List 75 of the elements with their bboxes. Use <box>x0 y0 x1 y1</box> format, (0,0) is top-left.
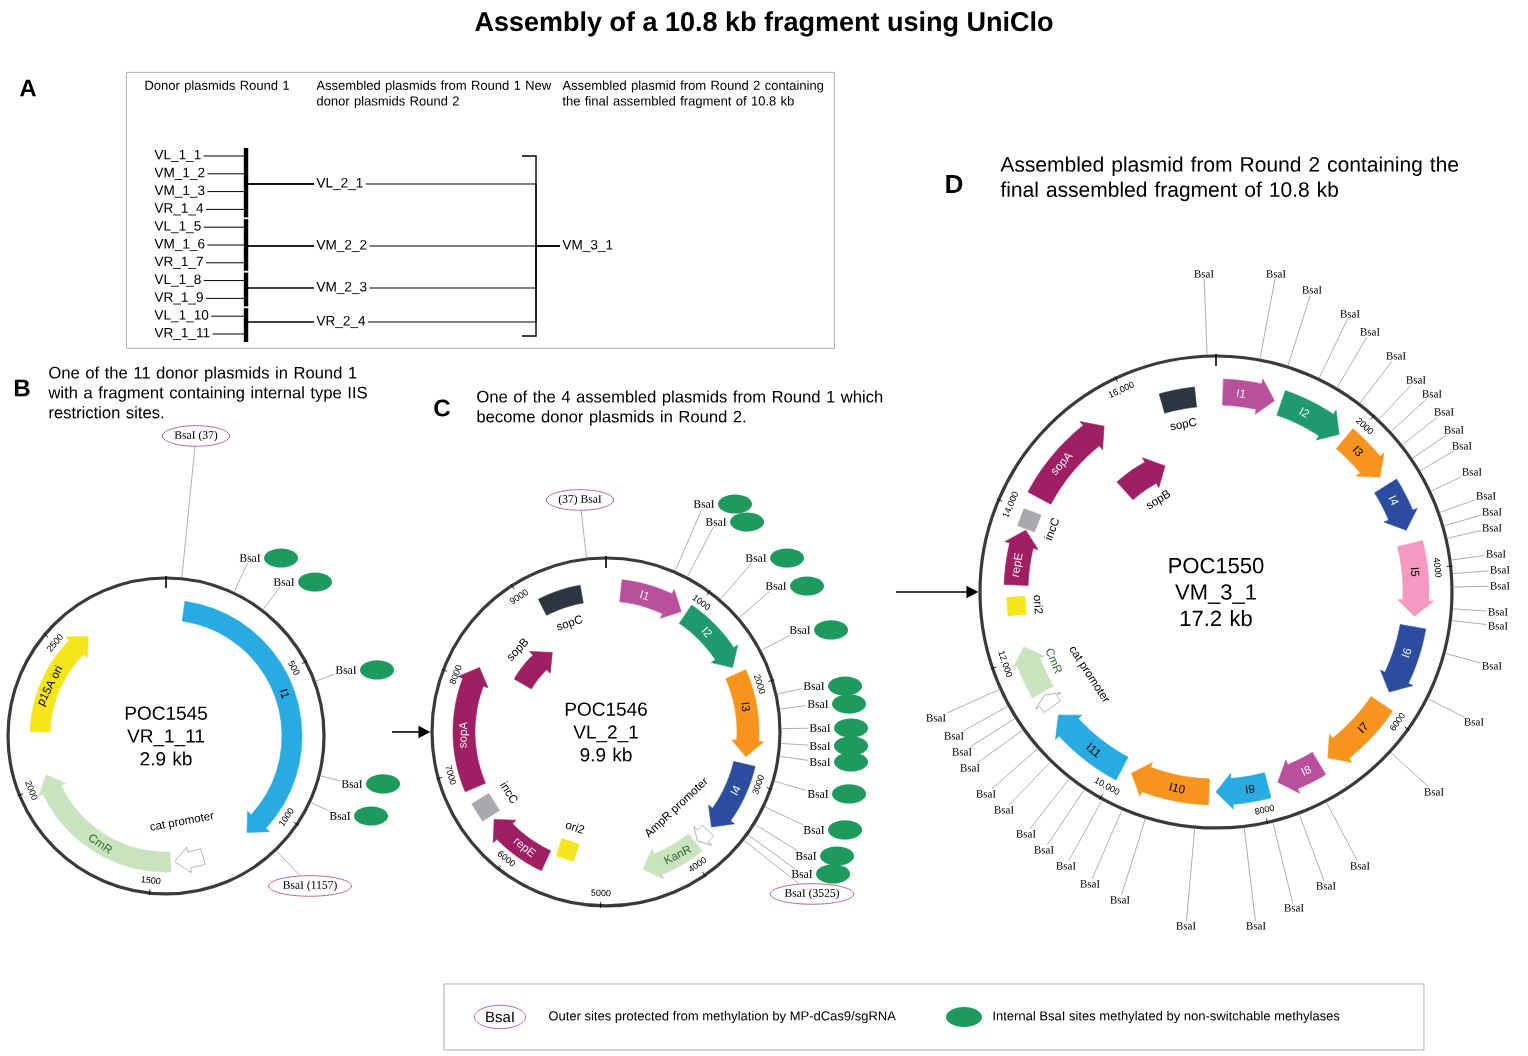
leader-line <box>181 446 196 578</box>
leader-line <box>1430 476 1462 492</box>
leader-line <box>1412 434 1447 459</box>
leader-line <box>738 590 771 618</box>
leader-line <box>1451 555 1485 561</box>
leader-line <box>1445 653 1481 664</box>
connector-line <box>205 287 315 299</box>
title-letter: C <box>434 399 451 417</box>
leader-line <box>962 706 1009 732</box>
title-letter: D <box>946 175 963 193</box>
leader-line <box>1453 585 1489 588</box>
panel-caption: One of the 11 donor plasmids in Round 1 with a fragment containing internal type IIS restriction sites. <box>48 366 367 419</box>
leader-line <box>233 562 248 593</box>
leader-line <box>1359 360 1393 404</box>
leader-line <box>976 729 1024 764</box>
leader-line <box>720 562 752 600</box>
panel-caption: One of the 4 assembled plasmids from Round 1 which become donor plasmids in Round 2. <box>477 390 883 426</box>
leader-line <box>1390 752 1429 788</box>
leader-line <box>774 780 807 791</box>
leader-line <box>1447 530 1481 539</box>
connector-line <box>212 321 315 335</box>
title-letter: B <box>14 379 30 397</box>
leader-line <box>1298 814 1325 882</box>
leader-line <box>1091 809 1123 880</box>
leader-line <box>780 743 809 746</box>
leader-line <box>991 748 1038 790</box>
leader-line <box>320 775 341 782</box>
leader-line <box>969 718 1016 748</box>
leader-line <box>1427 698 1465 718</box>
title: Assembly of a 10.8 kb fragment using UniClo <box>475 11 1053 37</box>
connector-line <box>205 183 315 210</box>
leader-line <box>779 755 809 761</box>
leader-line <box>1186 828 1196 922</box>
panel-caption: Assembled plasmid from Round 2 containing the final assembled fragment of 10.8 kb <box>1000 156 1459 202</box>
leader-line <box>781 727 809 730</box>
leader-line <box>276 850 301 876</box>
leader-line <box>1243 827 1256 922</box>
leader-line <box>1121 818 1146 896</box>
leader-line <box>743 840 800 885</box>
leader-line <box>1068 800 1103 862</box>
leader-line <box>761 634 791 651</box>
leader-line <box>1046 789 1085 846</box>
leader-line <box>1318 318 1348 379</box>
title-letter: A <box>19 79 37 97</box>
leader-line <box>580 510 587 558</box>
leader-line <box>310 802 329 812</box>
leader-line <box>1439 499 1475 513</box>
leader-line <box>315 674 335 682</box>
leader-line <box>1029 778 1070 830</box>
leader-line <box>1451 620 1487 625</box>
leader-line <box>1452 570 1489 574</box>
leader-line <box>1287 294 1311 366</box>
leader-line <box>1378 384 1412 420</box>
leader-line <box>1326 801 1358 862</box>
leader-line <box>1336 336 1368 388</box>
leader-line <box>764 806 804 826</box>
leader-line <box>674 508 703 572</box>
leader-line <box>1402 416 1438 446</box>
leader-line <box>777 688 803 695</box>
leader-line <box>1203 278 1208 355</box>
leader-line <box>1452 608 1487 612</box>
leader-line <box>1259 278 1276 359</box>
leader-line <box>754 824 798 852</box>
connector-line <box>205 245 315 264</box>
connector-line <box>367 245 561 323</box>
leader-line <box>1008 761 1051 806</box>
leader-line <box>946 689 1000 714</box>
leader-line <box>1390 398 1427 432</box>
leader-line <box>1419 450 1454 472</box>
leader-line <box>1272 822 1294 904</box>
leader-line <box>747 834 796 870</box>
leader-line <box>779 705 807 710</box>
leader-line <box>1443 514 1481 527</box>
leader-line <box>262 586 281 610</box>
leader-line <box>687 526 714 577</box>
